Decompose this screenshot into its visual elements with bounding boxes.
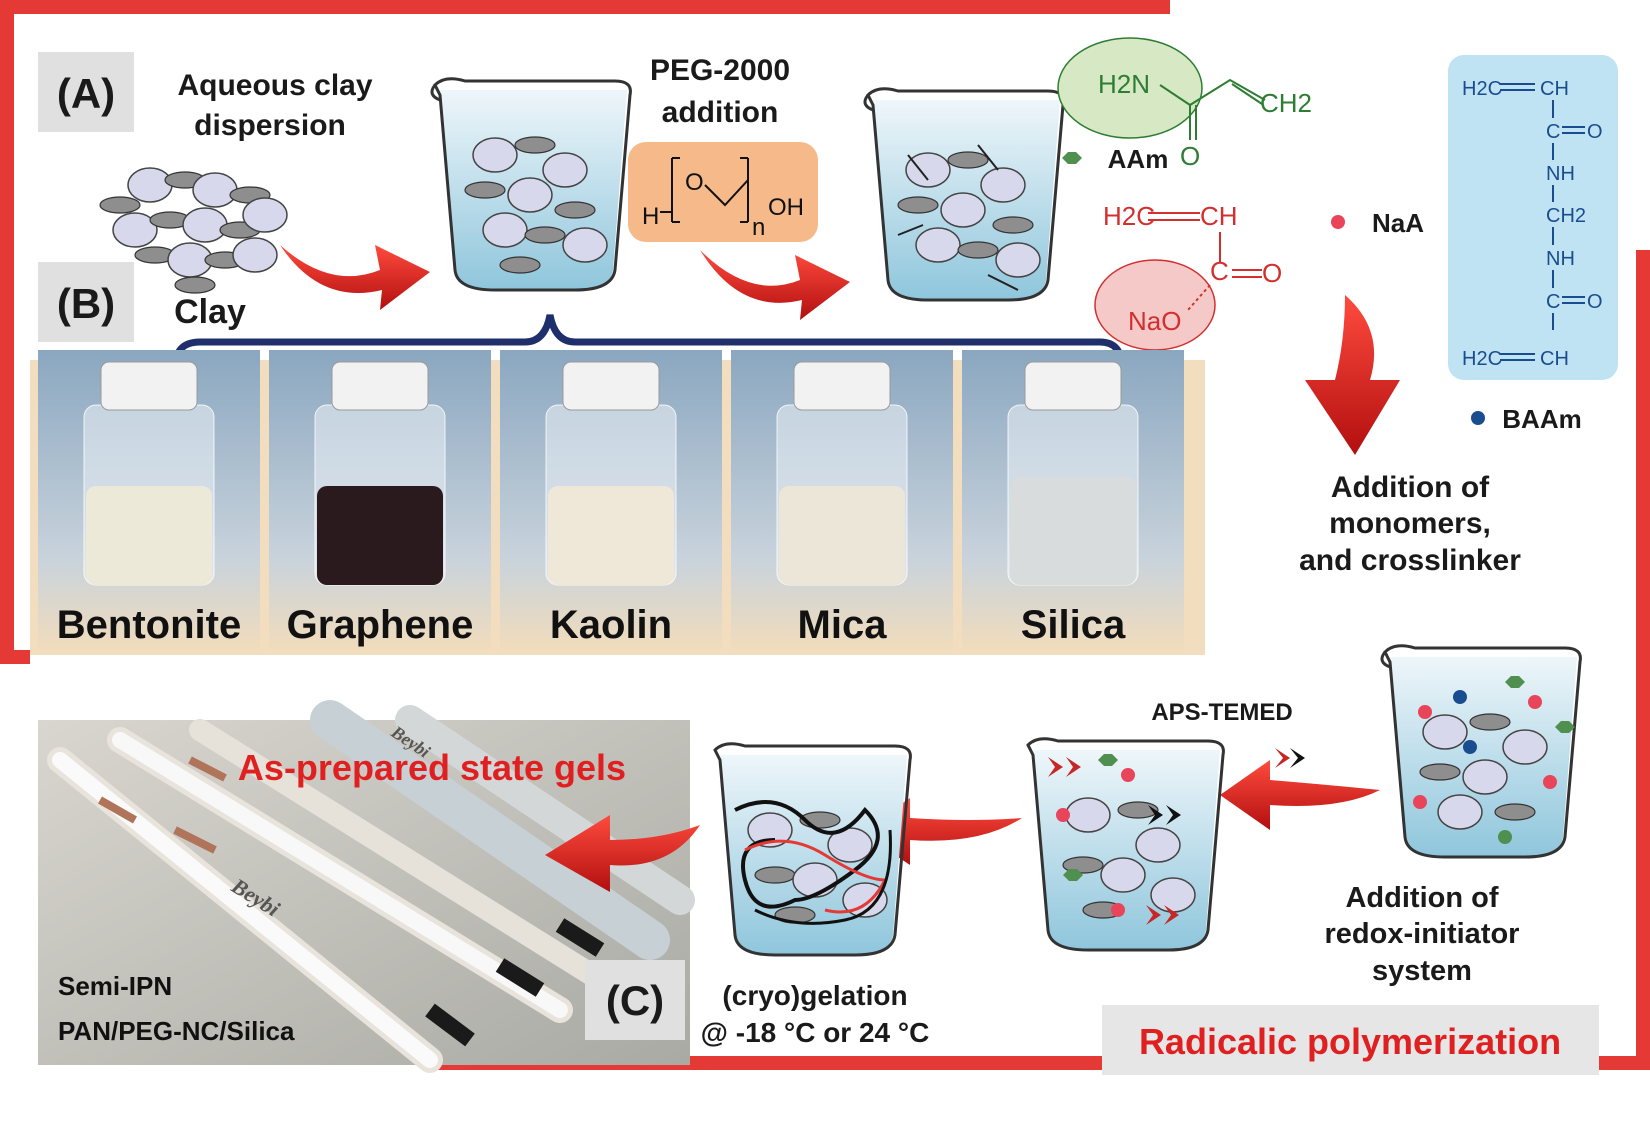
- redox-label-3: system: [1372, 955, 1472, 987]
- vial-liquid: [1010, 477, 1136, 585]
- vial-label: Mica: [798, 603, 888, 647]
- arrow-monomers-down: [1305, 295, 1400, 455]
- svg-text:BAAm: BAAm: [1502, 404, 1581, 434]
- vial-cap: [562, 361, 660, 411]
- svg-text:NH: NH: [1546, 248, 1575, 270]
- syringe-photo: Beybi Beybi: [38, 700, 695, 1073]
- beaker-gel: [713, 742, 912, 957]
- bracket: [171, 314, 1126, 369]
- vial-cap: [793, 361, 891, 411]
- peg-formula-box: H O n OH: [628, 142, 818, 242]
- svg-text:(C): (C): [606, 977, 664, 1024]
- addition-monomers-1: Addition of: [1331, 471, 1490, 504]
- svg-text:H: H: [642, 203, 659, 230]
- aam-legend: AAm: [1062, 144, 1168, 174]
- panel-a-label: (A): [38, 52, 134, 132]
- addition-monomers-2: monomers,: [1329, 507, 1491, 540]
- svg-text:NaO: NaO: [1128, 306, 1181, 336]
- vial-graphene: Graphene: [269, 350, 491, 650]
- vials: Bentonite Graphene Kaolin Mica Silica: [38, 350, 1184, 650]
- clay-label: Clay: [174, 293, 246, 331]
- vial-label: Kaolin: [550, 603, 672, 647]
- vial-bentonite: Bentonite: [38, 350, 260, 650]
- peg-label-1: PEG-2000: [650, 54, 790, 87]
- as-prepared-label: As-prepared state gels: [238, 747, 626, 788]
- svg-text:C: C: [1546, 121, 1560, 143]
- vial-cap: [1024, 361, 1122, 411]
- vial-mica: Mica: [731, 350, 953, 650]
- clay-dispersion-label-1: Aqueous clay: [177, 69, 372, 102]
- svg-text:O: O: [685, 169, 704, 196]
- svg-text:H2C: H2C: [1103, 201, 1155, 231]
- frame-top: [0, 0, 1170, 664]
- vial-kaolin: Kaolin: [500, 350, 722, 650]
- arrow-to-gels: [545, 815, 700, 892]
- svg-text:CH2: CH2: [1546, 205, 1586, 227]
- vial-liquid: [548, 486, 674, 585]
- svg-text:NH: NH: [1546, 163, 1575, 185]
- panel-b-label: (B): [38, 262, 134, 342]
- vial-label: Bentonite: [57, 603, 241, 647]
- svg-text:C: C: [1210, 256, 1229, 286]
- svg-text:O: O: [1180, 141, 1200, 171]
- arrow-initiator: [1220, 760, 1380, 830]
- addition-monomers-3: and crosslinker: [1299, 544, 1521, 577]
- svg-text:CH: CH: [1200, 201, 1238, 231]
- vial-silica: Silica: [962, 350, 1184, 650]
- svg-text:(A): (A): [57, 70, 115, 117]
- naa-structure: H2C CH C O NaO: [1094, 201, 1282, 351]
- radicalic-polymerization-label: Radicalic polymerization: [1102, 1005, 1599, 1075]
- arrow-peg-to-beaker: [700, 250, 850, 320]
- svg-text:O: O: [1587, 121, 1603, 143]
- svg-text:CH: CH: [1540, 348, 1569, 370]
- svg-text:CH: CH: [1540, 78, 1569, 100]
- svg-text:O: O: [1262, 258, 1282, 288]
- vial-liquid: [779, 486, 905, 585]
- semi-ipn-label-2: PAN/PEG-NC/Silica: [58, 1016, 295, 1046]
- vial-label: Graphene: [287, 603, 474, 647]
- svg-text:C: C: [1546, 291, 1560, 313]
- svg-text:OH: OH: [768, 194, 804, 221]
- svg-text:AAm: AAm: [1108, 144, 1169, 174]
- semi-ipn-label-1: Semi-IPN: [58, 971, 172, 1001]
- vial-cap: [331, 361, 429, 411]
- svg-text:O: O: [1587, 291, 1603, 313]
- peg-label-2: addition: [662, 96, 779, 129]
- vial-cap: [100, 361, 198, 411]
- beaker-polymerizing: [1026, 737, 1225, 952]
- svg-text:H2N: H2N: [1098, 69, 1150, 99]
- naa-legend: NaA: [1331, 208, 1424, 238]
- vial-label: Silica: [1021, 603, 1126, 647]
- svg-text:CH2: CH2: [1260, 88, 1312, 118]
- redox-label-2: redox-initiator: [1325, 918, 1520, 950]
- gelation-label-1: (cryo)gelation: [722, 980, 907, 1011]
- radical-chevrons: [1275, 748, 1305, 768]
- vial-liquid: [317, 486, 443, 585]
- panel-c-label: (C): [585, 960, 685, 1040]
- baam-legend: BAAm: [1471, 404, 1582, 434]
- svg-text:n: n: [752, 214, 765, 241]
- svg-text:(B): (B): [57, 280, 115, 327]
- arrow-clay-to-beaker: [280, 245, 430, 310]
- svg-text:H2C: H2C: [1462, 348, 1502, 370]
- svg-text:NaA: NaA: [1372, 208, 1424, 238]
- clay-dispersion-label-2: dispersion: [194, 109, 346, 142]
- redox-label-1: Addition of: [1345, 882, 1498, 914]
- beaker-clay-dispersion: [430, 77, 632, 292]
- initiator-label: APS-TEMED: [1151, 699, 1292, 726]
- vial-liquid: [86, 486, 212, 585]
- beaker-peg-clay: [863, 87, 1065, 302]
- svg-text:Radicalic polymerization: Radicalic polymerization: [1139, 1021, 1561, 1062]
- baam-structure: H2C CH C O NH CH2 NH C O H2C CH: [1448, 55, 1618, 380]
- beaker-monomers: [1380, 644, 1582, 859]
- aam-structure: H2N O CH2: [1057, 37, 1312, 171]
- svg-text:H2C: H2C: [1462, 78, 1502, 100]
- gelation-label-2: @ -18 °C or 24 °C: [701, 1017, 930, 1048]
